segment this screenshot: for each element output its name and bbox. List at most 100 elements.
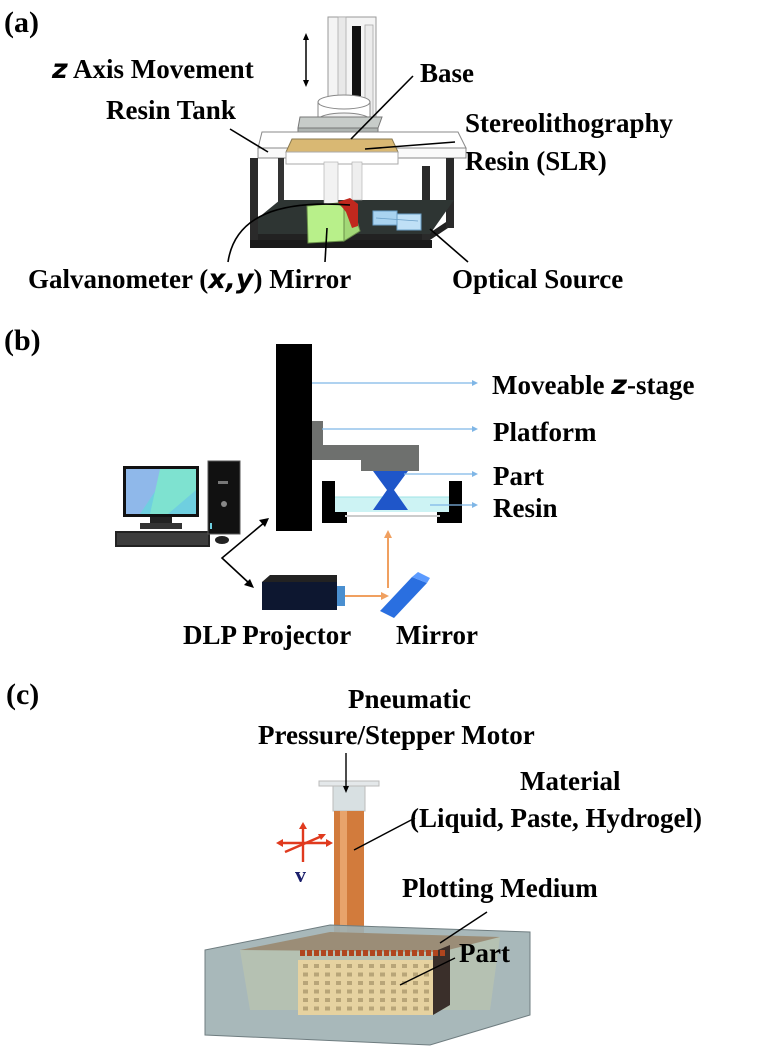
scaffold-pore — [391, 981, 396, 985]
scaffold-pore — [347, 972, 352, 977]
scaffold-pore — [369, 981, 374, 985]
scaffold-pore — [369, 998, 374, 1002]
scaffold-pore — [391, 998, 396, 1002]
z-axis-movement-label: z Axis Movement — [52, 54, 254, 85]
scaffold-pore — [413, 972, 418, 977]
scaffold-pore — [303, 964, 308, 968]
galvo-prefix: Galvanometer ( — [28, 264, 209, 294]
scaffold-pore — [413, 964, 418, 968]
moveable-z-stage-label: Moveable z-stage — [492, 370, 694, 401]
panel-a-tag: (a) — [4, 6, 39, 39]
scaffold-pore — [314, 964, 319, 968]
scaffold-pore — [424, 972, 429, 977]
zstage-z: z — [611, 370, 627, 401]
scaffold-pore — [314, 972, 319, 977]
beam-arrowhead-icon — [381, 592, 389, 600]
scaffold-pore — [358, 998, 363, 1002]
part-label: Part — [493, 461, 544, 491]
scaffold-pore — [424, 998, 429, 1002]
scaffold-pore — [424, 964, 429, 968]
scaffold-pore — [380, 972, 385, 977]
plotting-medium-label: Plotting Medium — [402, 873, 598, 903]
plotting-medium-tank — [204, 924, 531, 1046]
scaffold-pore — [303, 998, 308, 1002]
slr-label-line2: Resin (SLR) — [465, 146, 607, 176]
panel-a-leader-lines — [227, 75, 469, 263]
galvanometer-mirror-label: Galvanometer (x,y) Mirror — [28, 264, 352, 295]
xyz-motion-arrows-icon — [279, 826, 330, 862]
dlp-mirror — [380, 572, 430, 618]
scaffold-pore — [402, 989, 407, 994]
scaffold-pore — [380, 1006, 385, 1011]
pneumatic-label-line1: Pneumatic — [348, 684, 471, 714]
panel-b-tag: (b) — [4, 324, 41, 357]
scaffold-pore — [314, 981, 319, 985]
panel-b-leader-lines — [312, 382, 475, 506]
platform-label: Platform — [493, 417, 597, 447]
scaffold-pore — [358, 1006, 363, 1011]
galvo-xy: x,y — [208, 264, 254, 295]
scaffold-pore — [380, 989, 385, 994]
scaffold-pore — [325, 989, 330, 994]
scaffold-pore — [336, 972, 341, 977]
pneumatic-label-line2: Pressure/Stepper Motor — [258, 720, 535, 750]
resin-label: Resin — [493, 493, 558, 523]
scaffold-pore — [402, 1006, 407, 1011]
panel-c-tag: (c) — [6, 678, 40, 711]
scaffold-pore — [336, 981, 341, 985]
zstage-prefix: Moveable — [492, 370, 612, 400]
galvanometer-mirror — [306, 198, 361, 244]
scaffold-pore — [347, 964, 352, 968]
scaffold-pore — [336, 989, 341, 994]
scaffold-pore — [358, 981, 363, 985]
arrow-to-printer-icon — [259, 518, 269, 527]
slr-label-line1: Stereolithography — [465, 108, 673, 138]
panel-b-leader-arrowheads — [472, 380, 478, 508]
scaffold-pore — [369, 964, 374, 968]
scaffold-pore — [347, 1006, 352, 1011]
z-stage-column — [276, 344, 312, 531]
computer-connection-arrows — [220, 521, 266, 585]
scaffold-pore — [380, 964, 385, 968]
scaffold-pore — [314, 989, 319, 994]
printed-part — [373, 471, 408, 510]
scaffold-pore — [336, 964, 341, 968]
scaffold-pore — [413, 989, 418, 994]
optical-source-label: Optical Source — [452, 264, 624, 294]
bioplotter — [204, 753, 531, 1046]
platform — [312, 421, 419, 471]
material-leader-line — [353, 817, 416, 851]
scaffold-pore — [347, 981, 352, 985]
scaffold-pore — [325, 972, 330, 977]
light-beam — [345, 535, 389, 597]
scaffold-pore — [303, 972, 308, 977]
scaffold-pore — [336, 1006, 341, 1011]
scaffold-pore — [369, 972, 374, 977]
scaffold-grid — [303, 964, 429, 1011]
motion-arrowheads — [276, 822, 333, 847]
z-axis-symbol: z — [52, 54, 68, 85]
scaffold-pore — [391, 972, 396, 977]
resin-vat — [322, 481, 462, 523]
scaffold-pore — [369, 989, 374, 994]
scaffold-pore — [413, 1006, 418, 1011]
scaffold-pore — [325, 981, 330, 985]
scaffold-pore — [358, 964, 363, 968]
scaffold-pore — [325, 964, 330, 968]
dlp-printer — [115, 344, 478, 618]
optical-source — [372, 210, 422, 231]
scaffold-pore — [303, 989, 308, 994]
scaffold-pore — [413, 998, 418, 1002]
material-label-line1: Material — [520, 766, 621, 796]
galvo-suffix: ) Mirror — [253, 264, 352, 294]
z-axis-arrow-icon — [303, 33, 309, 87]
mirror-label: Mirror — [396, 620, 478, 650]
scaffold-pore — [314, 998, 319, 1002]
scaffold-pore — [347, 989, 352, 994]
dlp-projector — [262, 575, 345, 610]
scaffold-pore — [336, 998, 341, 1002]
resin-tray-wall — [285, 151, 399, 165]
computer-icon — [115, 460, 241, 547]
scaffold-pore — [402, 964, 407, 968]
